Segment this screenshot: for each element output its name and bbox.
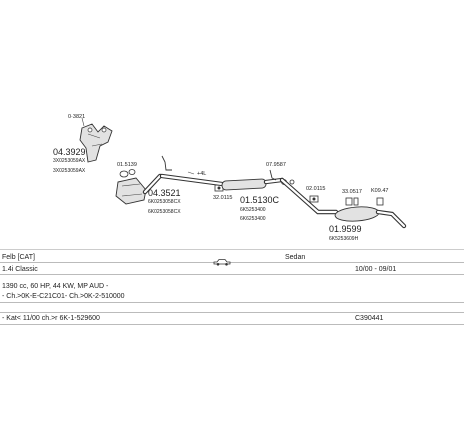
rear-silencer-code: 01.9599 bbox=[329, 224, 362, 234]
catalyst-note: - Kat< 11/00 ch.>r 6K-1-529600 bbox=[2, 315, 100, 322]
silencer-ref-1: 6K5253400 bbox=[240, 207, 266, 213]
gasket-ref: 01.5139 bbox=[117, 162, 137, 168]
hanger-part bbox=[309, 195, 319, 203]
clamp-ref: 07.9587 bbox=[266, 162, 286, 168]
manifold-ref-top: 0·3821 bbox=[68, 114, 85, 120]
middle-silencer bbox=[159, 173, 285, 191]
rear-silencer bbox=[279, 177, 407, 229]
vehicle-model: Felb [CAT] bbox=[2, 254, 35, 261]
cat-ref-2: 6K0253058CX bbox=[148, 209, 181, 215]
gasket-part bbox=[119, 169, 136, 178]
catalog-number: C390441 bbox=[355, 315, 384, 322]
tail-hanger bbox=[376, 197, 384, 206]
rubber-mount bbox=[345, 197, 359, 206]
rear-silencer-ref: 6K5253609H bbox=[329, 236, 359, 242]
cat-ref-1: 6K0253058CX bbox=[148, 199, 181, 205]
manifold-ref-2: 3X0253059AX bbox=[53, 168, 86, 174]
exhaust-system-diagram: 0·3821 04.3929 3X0253059AX 3X0253059AX 0… bbox=[0, 114, 464, 250]
mount-ref: 33.0517 bbox=[342, 189, 362, 195]
exhaust-manifold bbox=[79, 123, 113, 163]
engine-variant: 1.4i Classic bbox=[2, 266, 38, 273]
manifold-ref-1: 3X0253059AX bbox=[53, 158, 86, 164]
cat-code: 04.3521 bbox=[148, 188, 181, 198]
silencer-ref-2: 6K6253400 bbox=[240, 216, 266, 222]
tail-hanger-ref: K09.47 bbox=[371, 188, 388, 194]
silencer-code: 01.5130C bbox=[240, 195, 280, 205]
chassis-range: - Ch.>0K-E-C21C01- Ch.>0K-2-510000 bbox=[2, 293, 125, 300]
production-years: 10/00 - 09/01 bbox=[355, 266, 397, 273]
bracket-ref: 32.0115 bbox=[213, 195, 232, 201]
mount-marker: +4L bbox=[197, 171, 206, 177]
manifold-code: 04.3929 bbox=[53, 147, 86, 157]
catalytic-converter bbox=[115, 173, 163, 205]
engine-spec: 1390 cc, 60 HP, 44 KW, MP AUD - bbox=[2, 283, 109, 290]
body-type: Sedan bbox=[285, 254, 306, 261]
hanger-ref: 02.0115 bbox=[306, 186, 325, 192]
sedan-car-icon bbox=[213, 259, 231, 266]
